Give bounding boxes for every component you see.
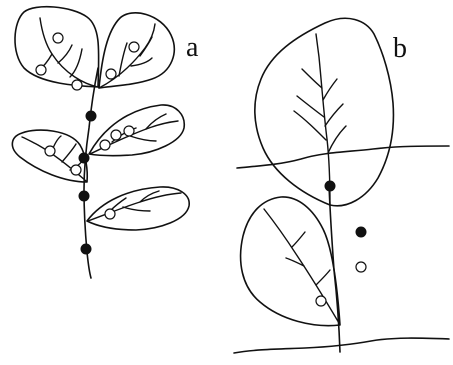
panel-a-upper-right-vein (98, 23, 156, 89)
panel-a-upper-left-open-marker-1 (35, 64, 47, 76)
panel-label-b: b (393, 33, 407, 64)
panel-a-lower-right-open-marker-1 (104, 208, 116, 220)
panel-a-middle-right-branch-3 (145, 113, 167, 130)
panel-a-lower-right-leaf (86, 186, 190, 231)
panel-b (233, 17, 450, 354)
panel-a-upper-right-leaf (98, 12, 176, 89)
panel-a-middle-left-open-marker-1 (44, 145, 56, 157)
panel-a-middle-right-leaf (88, 104, 186, 157)
panel-a-middle-right-open-marker-1 (99, 139, 111, 151)
panel-a-filled-marker-2 (78, 152, 90, 164)
panel-a-upper-left-branch-2 (57, 44, 73, 64)
panel-a-upper-left-leaf (14, 5, 100, 88)
panel-b-lower-branch-2 (291, 231, 306, 248)
panel-a (11, 5, 190, 279)
panel-a-upper-right-branch-2 (130, 57, 153, 67)
panel-a-middle-left-open-marker-2 (70, 164, 82, 176)
panel-a-upper-left-open-marker-2 (52, 32, 64, 44)
panel-a-middle-right-branch-2 (129, 135, 157, 142)
panel-b-filled-marker-stem (324, 180, 336, 192)
panel-a-filled-marker-3 (78, 190, 90, 202)
panel-b-open-marker-isolated (355, 261, 367, 273)
panel-a-middle-right-open-marker-2 (110, 129, 122, 141)
panel-a-main-stem (83, 67, 99, 279)
panel-b-top-branch-1 (293, 110, 327, 141)
panel-a-upper-left-branch-3 (69, 48, 83, 78)
panel-b-top-leaf-midrib (315, 33, 331, 206)
panel-b-filled-marker-isolated (355, 226, 367, 238)
panel-a-filled-marker-1 (85, 110, 97, 122)
panel-a-upper-right-branch-1 (118, 42, 128, 77)
panel-a-filled-marker-4 (80, 243, 92, 255)
panel-a-upper-left-vein (39, 17, 99, 88)
panel-a-upper-left-open-marker-3 (71, 79, 83, 91)
panel-b-top-branch-4 (327, 125, 347, 154)
panel-a-upper-right-open-marker-2 (128, 41, 140, 53)
panel-b-main-stem (328, 183, 341, 353)
panel-b-lower-boundary-line (233, 337, 450, 354)
panel-a-middle-left-branch-2 (61, 143, 77, 163)
panel-b-top-branch-5 (324, 103, 344, 127)
panel-a-upper-right-open-marker-1 (105, 68, 117, 80)
panel-b-top-branch-3 (301, 68, 323, 89)
panel-b-lower-branch-3 (315, 269, 331, 286)
panel-a-middle-right-open-marker-3 (123, 125, 135, 137)
panel-b-top-leaf (254, 17, 395, 207)
panel-b-lower-branch-1 (285, 257, 305, 267)
panel-label-a: a (186, 32, 199, 63)
panel-a-lower-right-branch-3 (139, 190, 160, 203)
panel-b-open-marker-lower-leaf (315, 295, 327, 307)
panel-b-top-branch-6 (322, 78, 338, 101)
panel-b-lower-leaf (239, 196, 341, 327)
panel-a-upper-right-branch-3 (139, 36, 153, 57)
panel-b-top-branch-2 (296, 95, 325, 118)
panel-b-lower-leaf-midrib (263, 208, 340, 324)
panel-b-upper-boundary-line (236, 145, 450, 169)
panel-a-lower-right-branch-2 (122, 206, 151, 212)
